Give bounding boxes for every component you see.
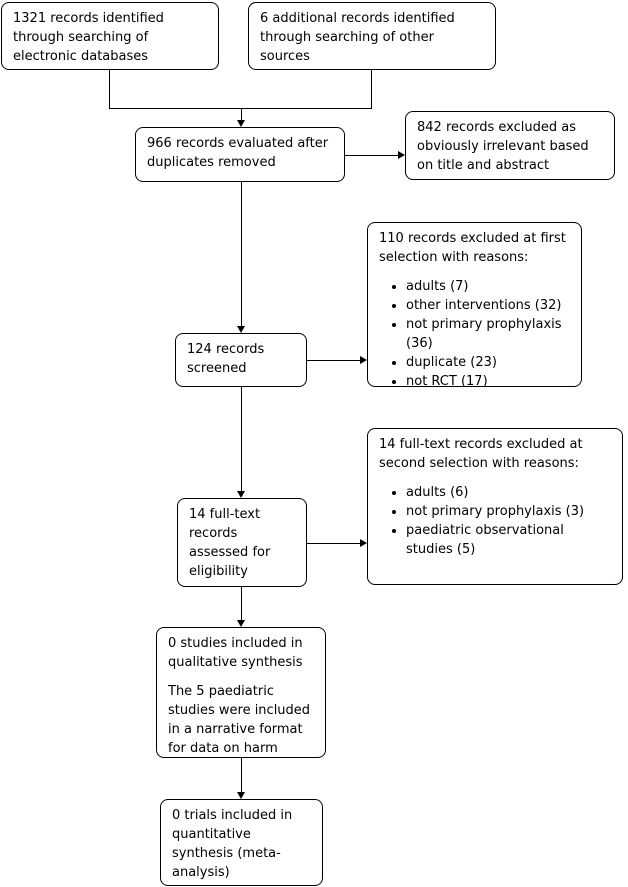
- box-records-evaluated-text: 966 records evaluated after duplicates r…: [147, 136, 329, 170]
- box-excluded-second-selection: 14 full-text records excluded at second …: [367, 428, 623, 585]
- excluded-second-selection-reason-list: adults (6) not primary prophylaxis (3) p…: [379, 483, 611, 559]
- arrow-to-fulltext-arrowhead-icon: [237, 491, 245, 498]
- box-records-excluded-title-abstract: 842 records excluded as obviously irrele…: [405, 111, 615, 180]
- arrow-screened-to-excluded-line: [307, 360, 360, 361]
- exclusion-reason-item: duplicate (23): [406, 353, 570, 372]
- box-excluded-second-selection-heading: 14 full-text records excluded at second …: [379, 437, 583, 471]
- box-fulltext-assessed-text: 14 full-text records assessed for eligib…: [189, 507, 271, 579]
- box-quantitative-synthesis-text: 0 trials included in quantitative synthe…: [172, 808, 293, 880]
- connector-merge-horizontal-line: [109, 108, 372, 109]
- box-qualitative-synthesis: 0 studies included in qualitative synthe…: [156, 627, 326, 758]
- arrow-evaluated-to-excluded-arrowhead-icon: [398, 151, 405, 159]
- arrow-to-qualitative-line: [241, 587, 242, 621]
- exclusion-reason-item: not primary prophylaxis (36): [406, 315, 570, 353]
- arrow-to-evaluated-line: [241, 108, 242, 121]
- exclusion-reason-item: adults (7): [406, 277, 570, 296]
- arrow-to-evaluated-arrowhead-icon: [237, 120, 245, 127]
- exclusion-reason-item: not RCT (17): [406, 372, 570, 391]
- box-excluded-first-selection: 110 records excluded at first selection …: [367, 222, 582, 389]
- connector-right-drop-line: [371, 70, 372, 108]
- box-records-excluded-title-abstract-text: 842 records excluded as obviously irrele…: [417, 120, 589, 173]
- exclusion-reason-item: adults (6): [406, 483, 611, 502]
- connector-left-drop-line: [109, 70, 110, 108]
- arrow-screened-to-excluded-arrowhead-icon: [360, 356, 367, 364]
- box-qualitative-synthesis-line1: 0 studies included in qualitative synthe…: [168, 636, 303, 670]
- arrow-to-qualitative-arrowhead-icon: [237, 620, 245, 627]
- box-records-identified-other-sources-text: 6 additional records identified through …: [260, 11, 455, 64]
- exclusion-reason-item: other interventions (32): [406, 296, 570, 315]
- arrow-to-screened-line: [241, 182, 242, 327]
- box-excluded-first-selection-heading: 110 records excluded at first selection …: [379, 231, 566, 265]
- box-records-screened: 124 records screened: [175, 333, 307, 387]
- arrow-evaluated-to-excluded-line: [345, 155, 398, 156]
- arrow-fulltext-to-excluded-arrowhead-icon: [360, 539, 367, 547]
- arrow-fulltext-to-excluded-line: [307, 543, 360, 544]
- box-fulltext-assessed: 14 full-text records assessed for eligib…: [177, 498, 307, 587]
- exclusion-reason-item: not primary prophylaxis (3): [406, 502, 611, 521]
- arrow-to-quantitative-arrowhead-icon: [237, 792, 245, 799]
- box-quantitative-synthesis: 0 trials included in quantitative synthe…: [160, 799, 323, 886]
- box-records-evaluated: 966 records evaluated after duplicates r…: [135, 127, 345, 182]
- box-records-screened-text: 124 records screened: [187, 342, 265, 376]
- arrow-to-fulltext-line: [241, 387, 242, 492]
- box-records-identified-other-sources: 6 additional records identified through …: [248, 2, 496, 70]
- box-records-identified-databases-text: 1321 records identified through searchin…: [13, 11, 164, 64]
- exclusion-reason-item: paediatric observational studies (5): [406, 521, 611, 559]
- box-qualitative-synthesis-line2: The 5 paediatric studies were included i…: [168, 684, 311, 756]
- excluded-first-selection-reason-list: adults (7) other interventions (32) not …: [379, 277, 570, 391]
- arrow-to-screened-arrowhead-icon: [237, 326, 245, 333]
- box-records-identified-databases: 1321 records identified through searchin…: [1, 2, 219, 70]
- arrow-to-quantitative-line: [241, 758, 242, 793]
